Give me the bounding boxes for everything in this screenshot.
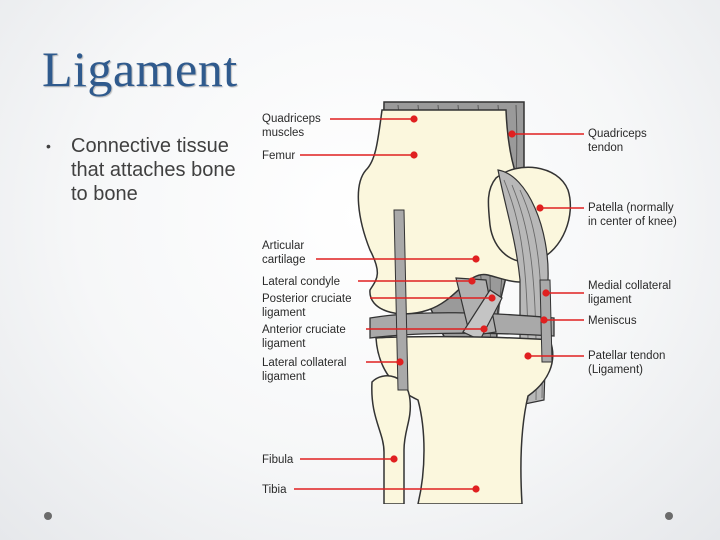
label-meniscus: Meniscus [588,315,637,327]
bullet-item: • Connective tissue that attaches bone t… [44,134,244,206]
bullet-list: • Connective tissue that attaches bone t… [44,134,244,206]
label-patellar-tendon: Patellar tendon(Ligament) [588,350,665,376]
slide-title: Ligament [42,41,238,97]
bullet-marker: • [46,138,51,154]
label-fibula: Fibula [262,454,294,466]
label-lateral-condyle: Lateral condyle [262,276,340,288]
meniscus-shape [369,312,555,339]
right-leader-lines [508,130,584,360]
fibula-shape [371,375,412,504]
bullet-text: Connective tissue that attaches bone to … [71,135,236,205]
left-leader-lines [294,115,496,493]
lateral-collateral-ligament-shape [393,209,409,391]
corner-dot-left [44,512,52,520]
corner-dot-right [665,512,673,520]
label-tibia: Tibia [262,484,287,496]
tibia-shape [375,335,554,504]
label-femur: Femur [262,150,295,162]
